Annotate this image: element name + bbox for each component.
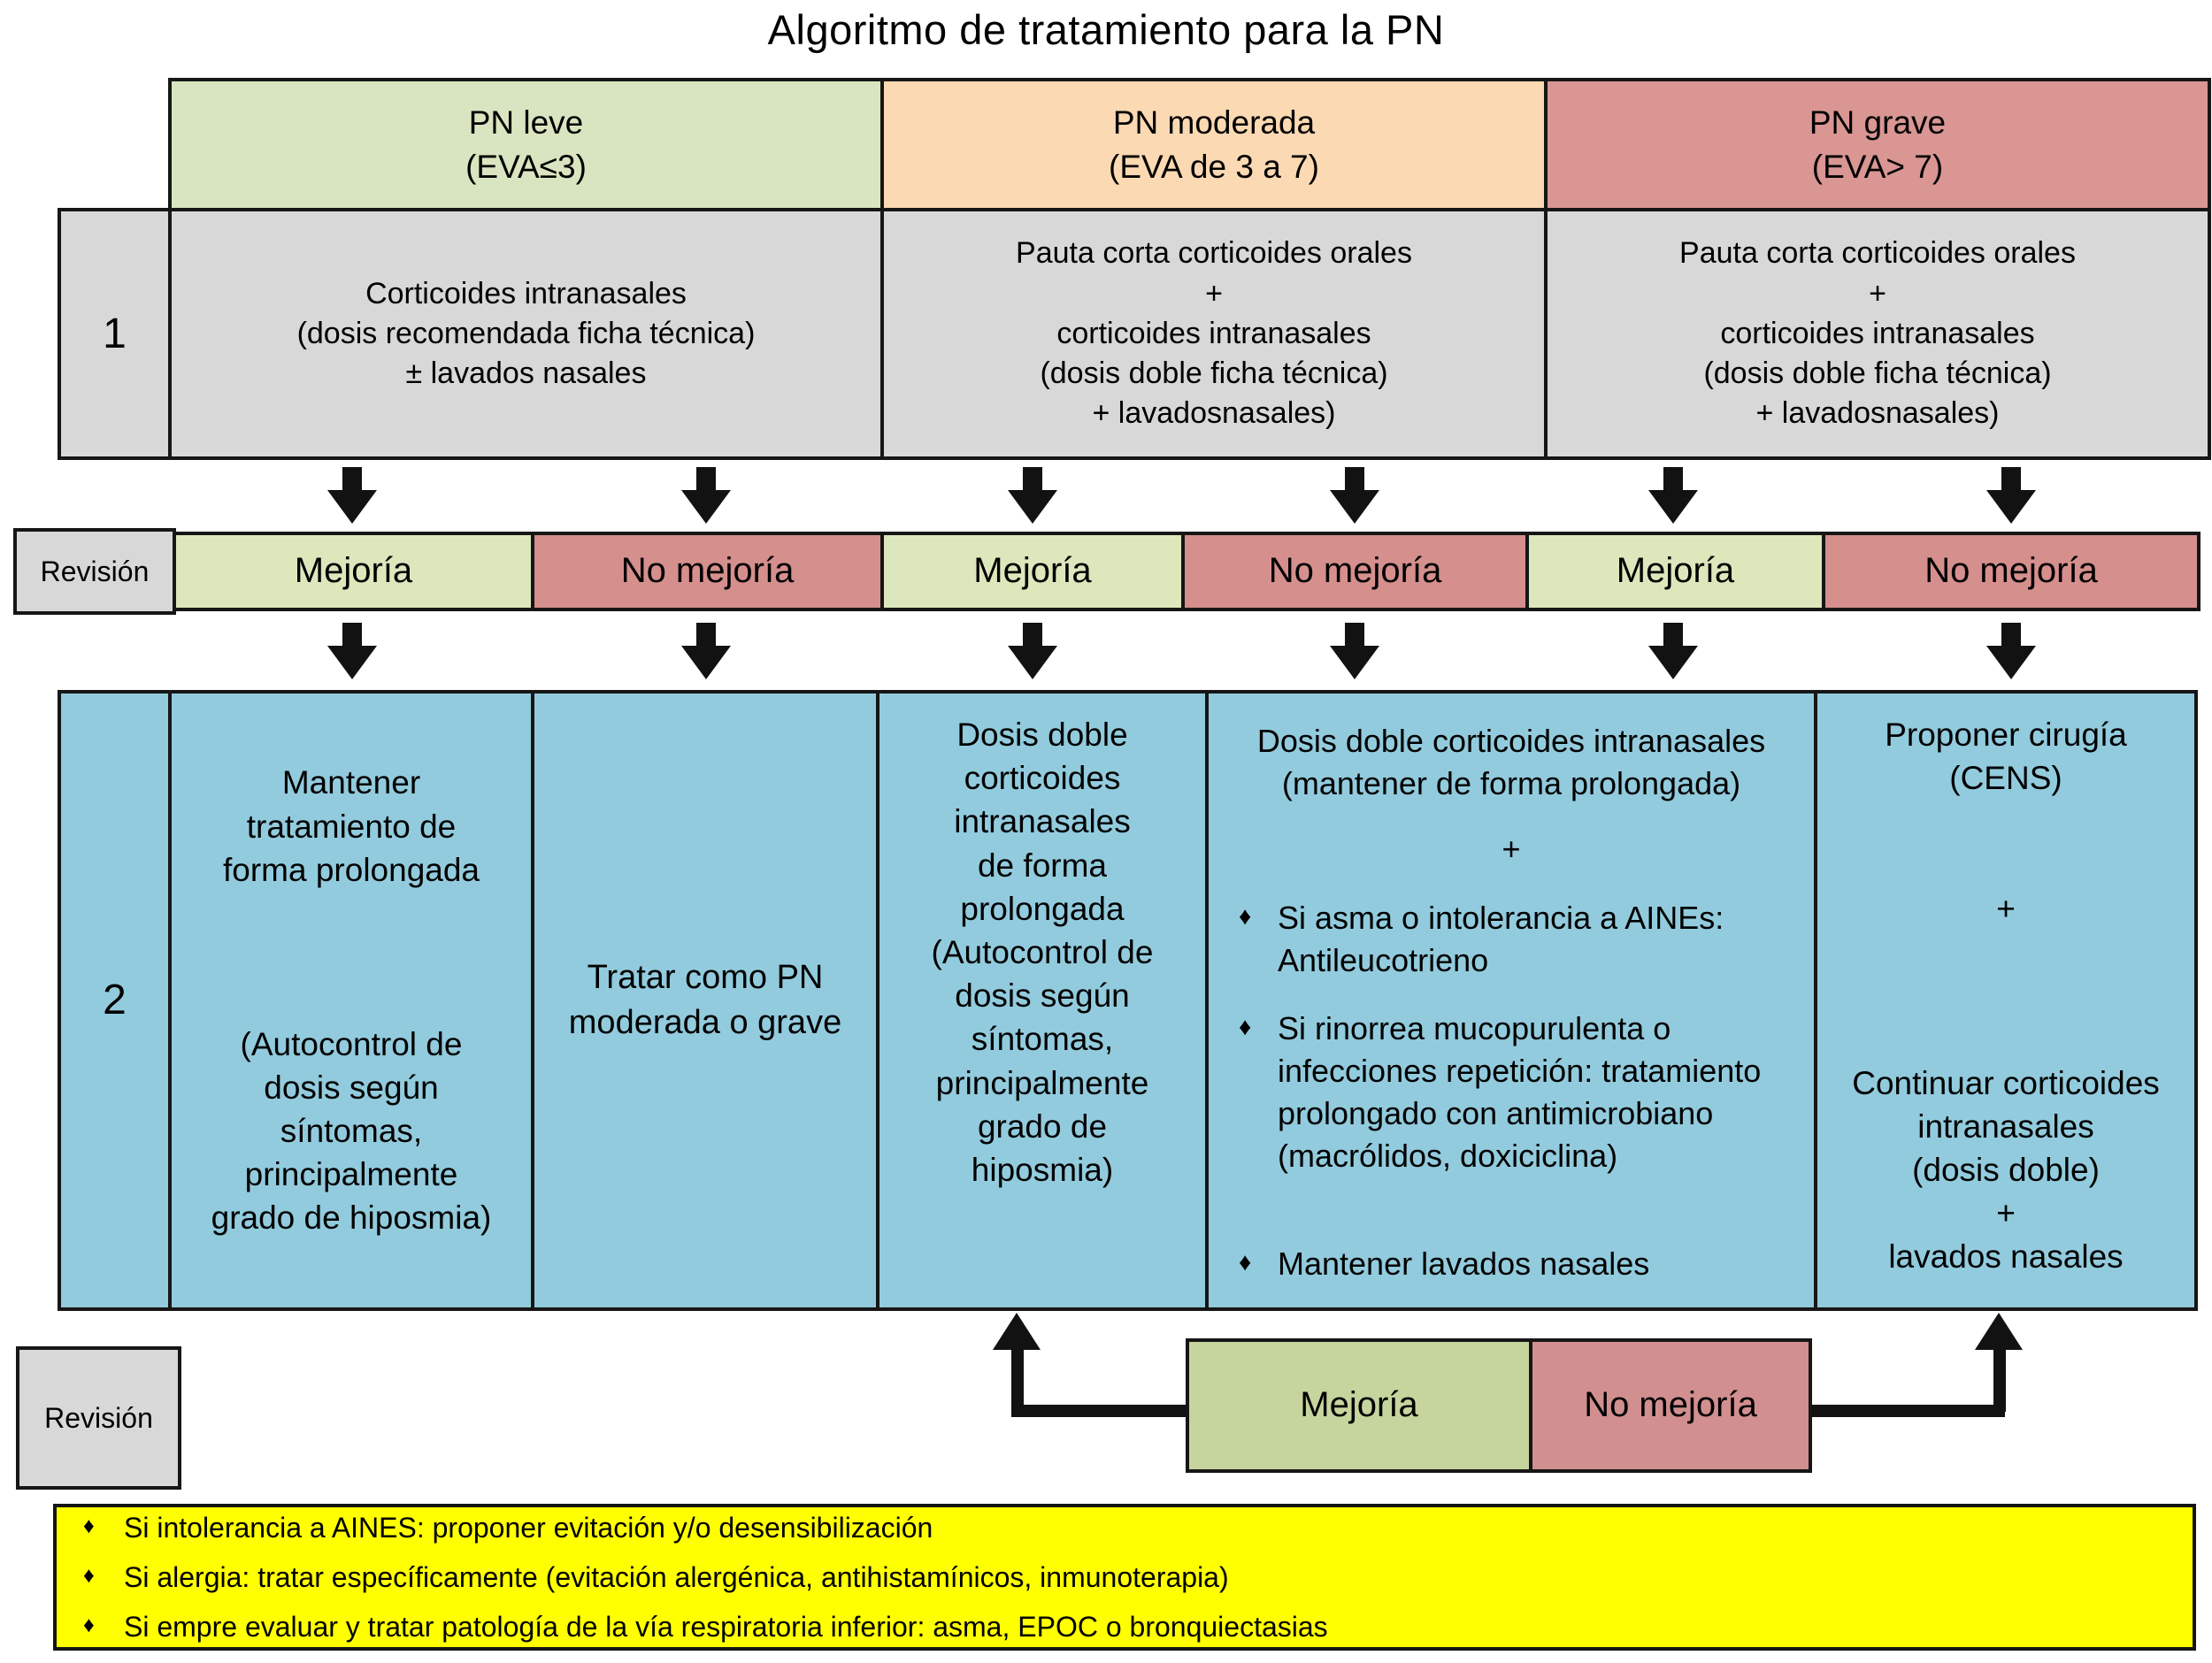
step2-tratar-como-cell: Tratar como PN moderada o grave	[531, 690, 879, 1311]
step2-mantener-cell: Mantener tratamiento de forma prolongada…	[168, 690, 534, 1311]
down-arrow-icon	[681, 623, 731, 679]
connector-line	[1011, 1345, 1024, 1412]
connector-line	[1809, 1405, 2005, 1417]
down-arrow-icon	[1648, 623, 1698, 679]
down-arrow-icon	[1986, 467, 2036, 524]
down-arrow-icon	[1986, 623, 2036, 679]
detail-intro: Dosis doble corticoides intranasales (ma…	[1256, 723, 1766, 801]
up-arrow-icon	[1975, 1313, 2023, 1350]
detail-bullet: ♦ Si rinorrea mucopurulenta o infeccione…	[1239, 1008, 1784, 1177]
diamond-bullet-icon: ♦	[83, 1613, 95, 1637]
revision-cell-no-mejoria: No mejoría	[1181, 532, 1529, 611]
up-arrow-icon	[993, 1313, 1041, 1350]
step2-dosis-doble-prolongada-cell: Dosis doble corticoides intranasales de …	[876, 690, 1209, 1311]
step-1-label: 1	[58, 208, 172, 460]
page-title: Algoritmo de tratamiento para la PN	[767, 6, 1445, 53]
diamond-bullet-icon: ♦	[83, 1563, 95, 1588]
diamond-bullet-icon: ♦	[1239, 1247, 1252, 1276]
diamond-bullet-icon: ♦	[83, 1514, 95, 1538]
revision-cell-no-mejoria: No mejoría	[1822, 532, 2200, 611]
down-arrow-icon	[681, 467, 731, 524]
footer-bullet: ♦ Si intolerancia a AINES: proponer evit…	[83, 1512, 933, 1544]
down-arrow-icon	[1008, 467, 1057, 524]
step1-grave-cell: Pauta corta corticoides orales + cortico…	[1544, 208, 2211, 460]
diamond-bullet-icon: ♦	[1239, 1013, 1252, 1041]
down-arrow-icon	[1330, 467, 1379, 524]
footer-bullet: ♦ Si alergia: tratar específicamente (ev…	[83, 1561, 1229, 1593]
step1-leve-cell: Corticoides intranasales (dosis recomend…	[168, 208, 884, 460]
step1-moderada-cell: Pauta corta corticoides orales + cortico…	[880, 208, 1548, 460]
revision-1-label: Revisión	[13, 528, 176, 615]
detail-plus: +	[1502, 830, 1521, 867]
detail-bullet: ♦ Mantener lavados nasales	[1239, 1243, 1784, 1285]
down-arrow-icon	[1008, 623, 1057, 679]
revision-2-label: Revisión	[16, 1346, 181, 1490]
down-arrow-icon	[1648, 467, 1698, 524]
revision-cell-mejoria: Mejoría	[1525, 532, 1825, 611]
header-pn-grave: PN grave (EVA> 7)	[1544, 78, 2211, 211]
revision-cell-mejoria: Mejoría	[173, 532, 534, 611]
revision-cell-no-mejoria: No mejoría	[531, 532, 884, 611]
footer-bullet: ♦ Si empre evaluar y tratar patología de…	[83, 1611, 1328, 1643]
detail-bullet: ♦ Si asma o intolerancia a AINEs: Antile…	[1239, 897, 1784, 982]
step2-moderada-grave-detail-cell: Dosis doble corticoides intranasales (ma…	[1205, 690, 1817, 1311]
step2-cirugia-cell: Proponer cirugía (CENS) + Continuar cort…	[1814, 690, 2198, 1311]
diamond-bullet-icon: ♦	[1239, 901, 1252, 930]
bottom-mejoria-box: Mejoría	[1186, 1338, 1532, 1473]
step-2-label: 2	[58, 690, 172, 1311]
connector-line	[1993, 1345, 2006, 1412]
down-arrow-icon	[327, 467, 377, 524]
footer-notes-box: ♦ Si intolerancia a AINES: proponer evit…	[53, 1504, 2196, 1651]
revision-cell-mejoria: Mejoría	[880, 532, 1185, 611]
down-arrow-icon	[1330, 623, 1379, 679]
down-arrow-icon	[327, 623, 377, 679]
bottom-no-mejoria-box: No mejoría	[1529, 1338, 1812, 1473]
header-pn-leve: PN leve (EVA≤3)	[168, 78, 884, 211]
header-pn-moderada: PN moderada (EVA de 3 a 7)	[880, 78, 1548, 211]
connector-line	[1011, 1405, 1192, 1417]
